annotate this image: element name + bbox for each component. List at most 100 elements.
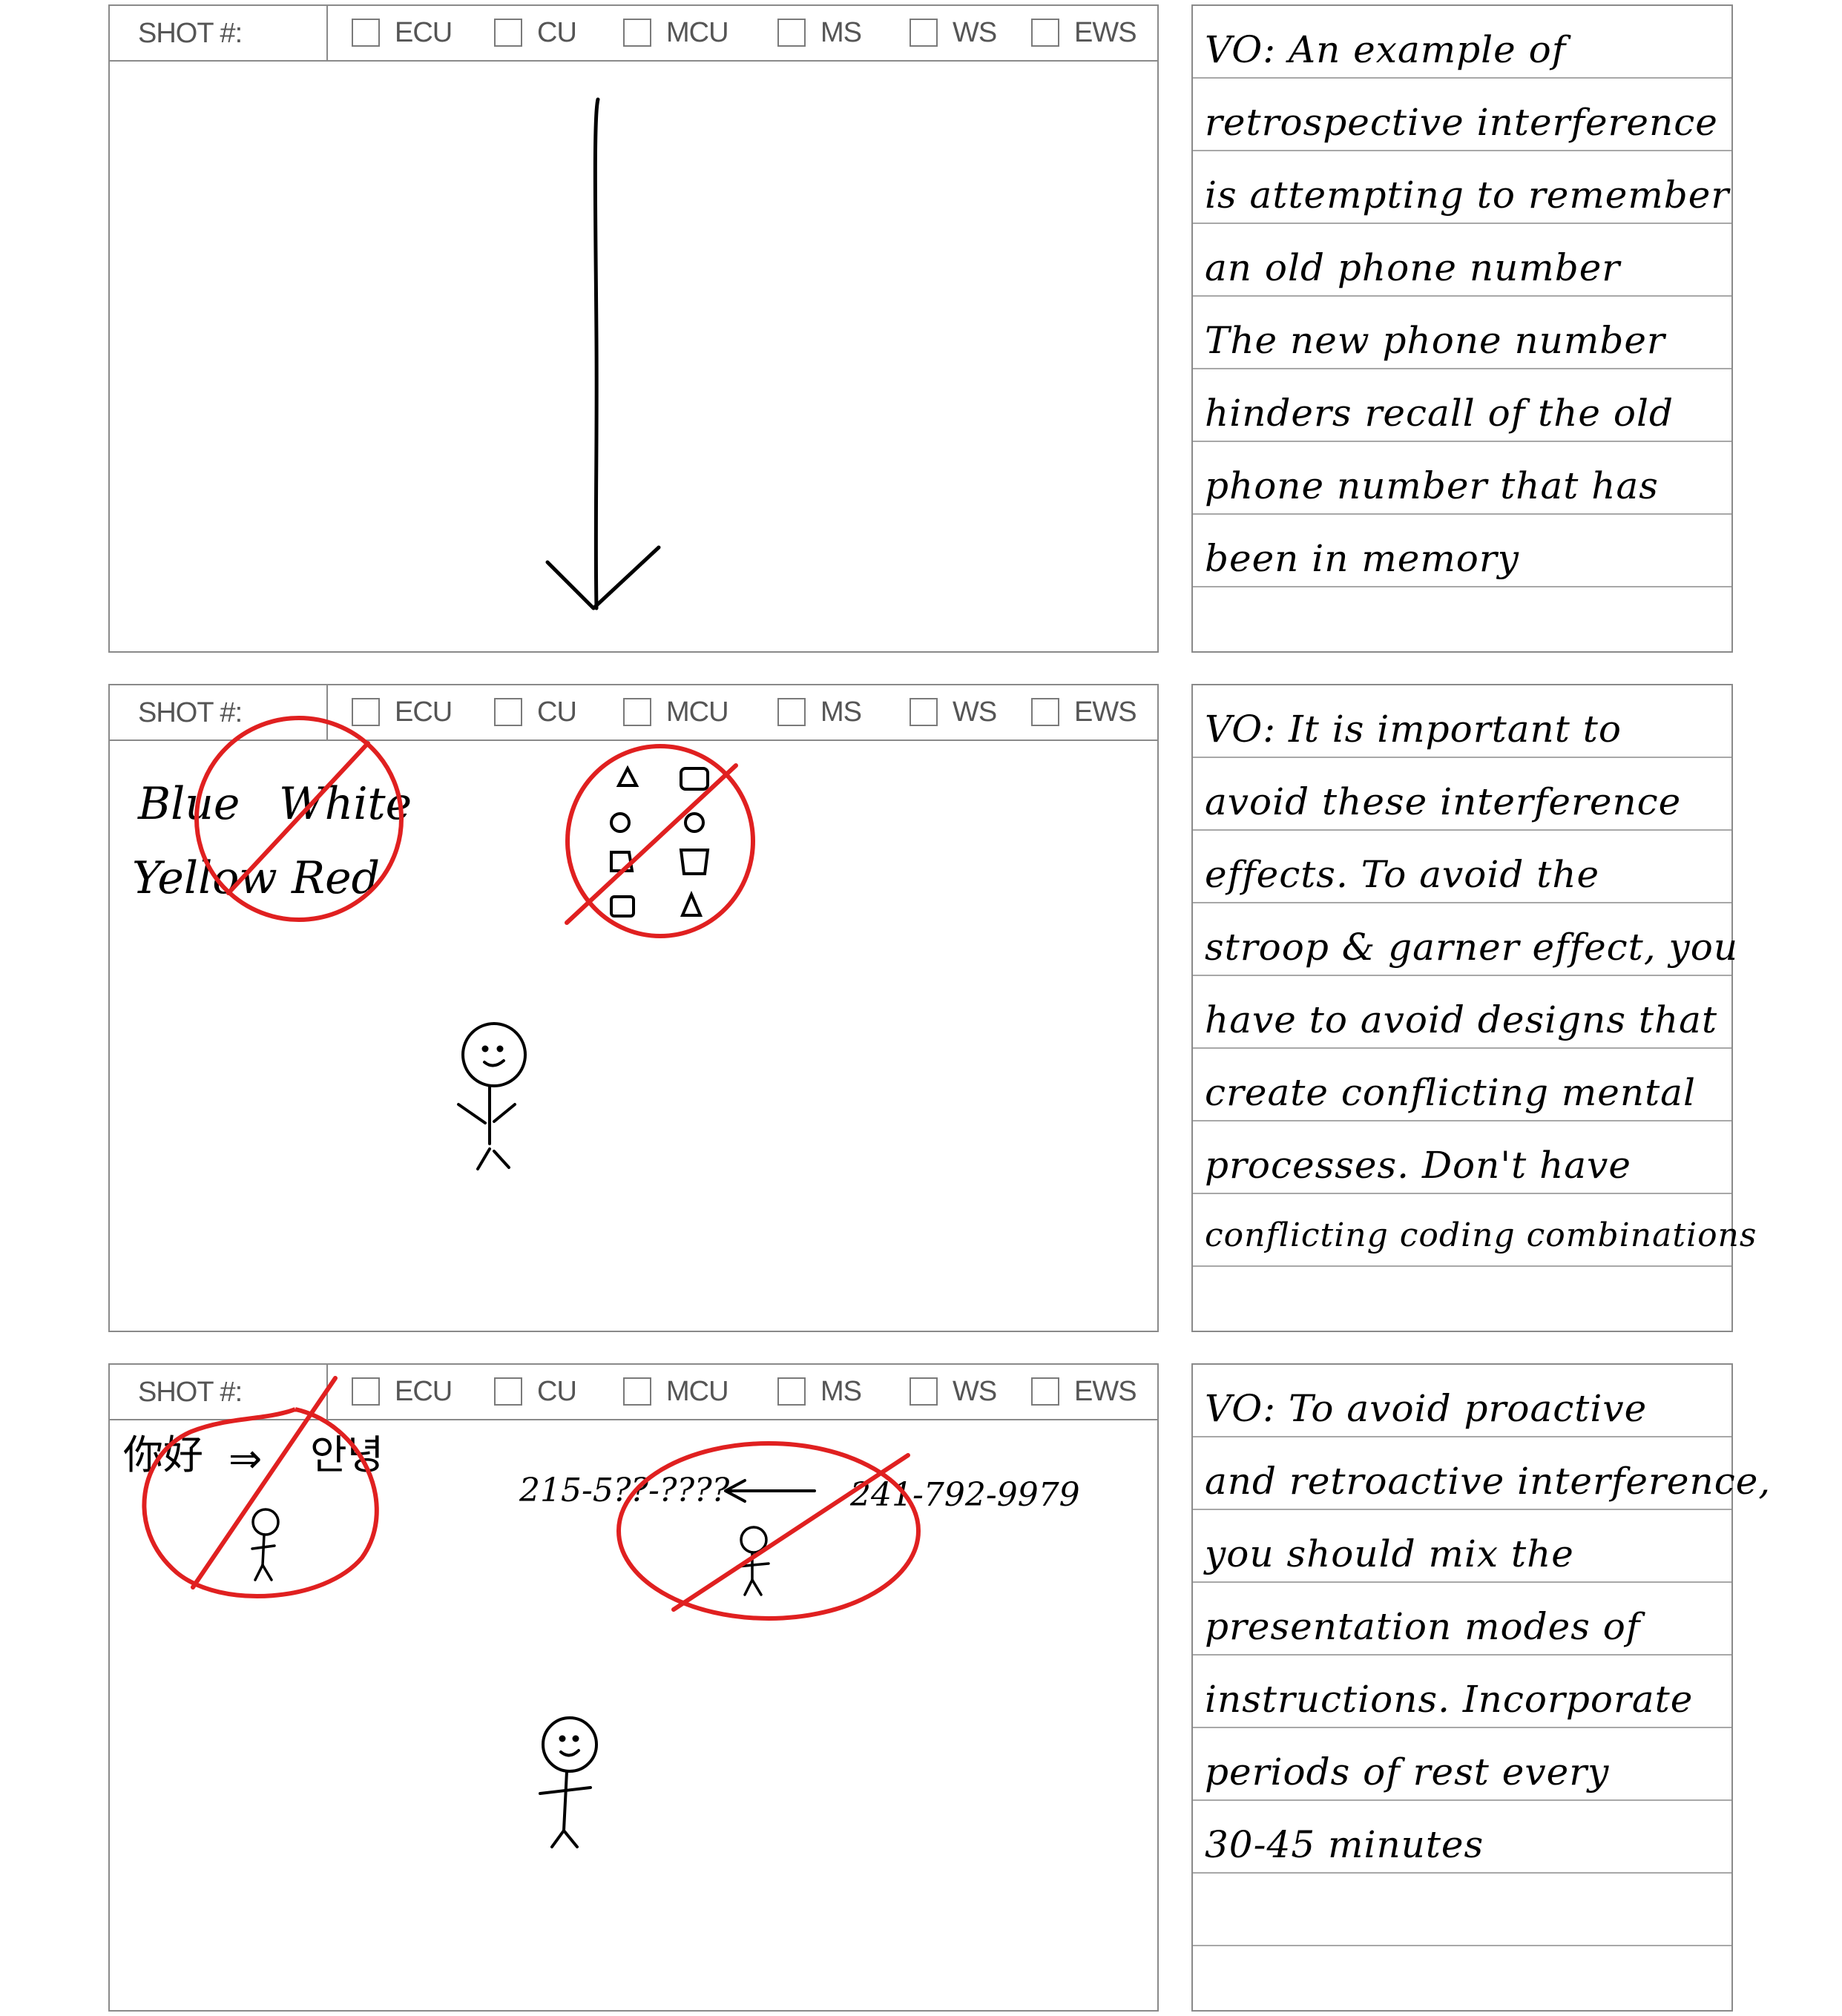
ws-checkbox[interactable] [910,19,938,47]
cu-checkbox[interactable] [494,698,522,726]
note-line-text: 30-45 minutes [1205,1823,1484,1866]
ews-checkbox[interactable] [1031,698,1059,726]
note-rule [1193,1654,1731,1656]
option-ecu[interactable]: ECU [352,1375,453,1408]
note-line-text: VO: An example of [1205,28,1567,71]
ws-label: WS [953,1375,997,1407]
note-rule [1193,586,1731,587]
square-icon [610,895,635,918]
ews-label: EWS [1074,16,1137,48]
stroop-word-white: White [279,778,412,830]
note-line-text: you should mix the [1205,1532,1574,1575]
option-mcu[interactable]: MCU [623,16,729,49]
ms-checkbox[interactable] [777,1377,806,1406]
option-ews[interactable]: EWS [1031,696,1137,728]
option-ms[interactable]: MS [777,1375,862,1408]
option-cu[interactable]: CU [494,1375,577,1408]
note-line-text: phone number that has [1205,464,1659,507]
garner-shapes [610,765,710,918]
circle-icon [610,812,631,833]
shot-header: SHOT #: ECU CU MCU MS WS EWS [110,1365,1157,1420]
square-icon [610,851,634,872]
header-divider [326,685,328,741]
prohibition-sign [616,1441,921,1621]
note-rule [1193,1047,1731,1049]
note-rule [1193,1265,1731,1267]
stick-figure-icon [457,1022,527,1170]
mcu-checkbox[interactable] [623,1377,651,1406]
note-line-text: is attempting to remember [1205,174,1730,217]
note-line-text: an old phone number [1205,246,1621,289]
option-ecu[interactable]: ECU [352,696,453,728]
option-ws[interactable]: WS [910,1375,997,1408]
option-cu[interactable]: CU [494,16,577,49]
ecu-label: ECU [395,696,453,728]
note-rule [1193,295,1731,297]
ms-checkbox[interactable] [777,19,806,47]
shot-number-label: SHOT #: [138,1377,243,1408]
shot-header: SHOT #: ECU CU MCU MS WS EWS [110,685,1157,741]
note-rule [1193,223,1731,224]
shot-frame-2: SHOT #: ECU CU MCU MS WS EWS Blue White … [108,684,1159,1332]
cu-checkbox[interactable] [494,19,522,47]
ws-checkbox[interactable] [910,698,938,726]
ms-checkbox[interactable] [777,698,806,726]
note-line-text: VO: It is important to [1205,708,1622,751]
ws-label: WS [953,16,997,48]
note-rule [1193,1581,1731,1583]
cu-label: CU [537,16,577,48]
down-arrow-icon [545,97,661,610]
note-rule [1193,150,1731,151]
ecu-checkbox[interactable] [352,1377,380,1406]
square-icon [679,849,710,875]
note-line-text: presentation modes of [1205,1605,1641,1648]
note-rule [1193,829,1731,831]
mcu-checkbox[interactable] [623,698,651,726]
triangle-icon [680,890,703,917]
option-ms[interactable]: MS [777,696,862,728]
ews-checkbox[interactable] [1031,19,1059,47]
shot-number-label: SHOT #: [138,697,243,728]
prohibition-sign [142,1376,379,1598]
implies-arrow-icon: ⇒ [228,1435,262,1482]
note-rule [1193,1120,1731,1121]
square-icon [680,767,709,791]
ecu-checkbox[interactable] [352,19,380,47]
option-ecu[interactable]: ECU [352,16,453,49]
note-line-text: conflicting coding combinations [1205,1216,1757,1254]
voiceover-notes-3: VO: To avoid proactive and retroactive i… [1191,1363,1770,2012]
ws-checkbox[interactable] [910,1377,938,1406]
note-rule [1193,1945,1731,1946]
note-line-text: stroop & garner effect, you [1205,926,1739,969]
new-phone-number: 241-792-9979 [849,1476,1080,1514]
option-ws[interactable]: WS [910,16,997,49]
cu-label: CU [537,696,577,728]
option-ews[interactable]: EWS [1031,1375,1137,1408]
voiceover-notes-2: VO: It is important to avoid these inter… [1191,684,1756,1332]
note-line-text: VO: To avoid proactive [1205,1387,1648,1430]
shot-frame-1: SHOT #: ECU CU MCU MS WS EWS [108,4,1159,653]
triangle-icon [616,765,639,787]
ms-label: MS [820,696,862,728]
option-mcu[interactable]: MCU [623,696,729,728]
note-rule [1193,368,1731,369]
cu-checkbox[interactable] [494,1377,522,1406]
note-line-text: periods of rest every [1205,1750,1610,1793]
ews-checkbox[interactable] [1031,1377,1059,1406]
option-ews[interactable]: EWS [1031,16,1137,49]
option-ms[interactable]: MS [777,16,862,49]
note-rule [1193,1799,1731,1801]
option-ws[interactable]: WS [910,696,997,728]
option-cu[interactable]: CU [494,696,577,728]
note-line-text: and retroactive interference, [1205,1460,1772,1503]
option-mcu[interactable]: MCU [623,1375,729,1408]
mcu-label: MCU [666,16,729,48]
note-line-text: retrospective interference [1205,101,1718,144]
note-rule [1193,902,1731,903]
sketch-canvas-3: 你好 ⇒ 안녕 215-5??-???? 241-792-9979 [123,1376,1080,1848]
note-line-text: been in memory [1205,537,1520,580]
ecu-checkbox[interactable] [352,698,380,726]
mcu-checkbox[interactable] [623,19,651,47]
stick-figure-icon [736,1526,770,1596]
ews-label: EWS [1074,1375,1137,1407]
